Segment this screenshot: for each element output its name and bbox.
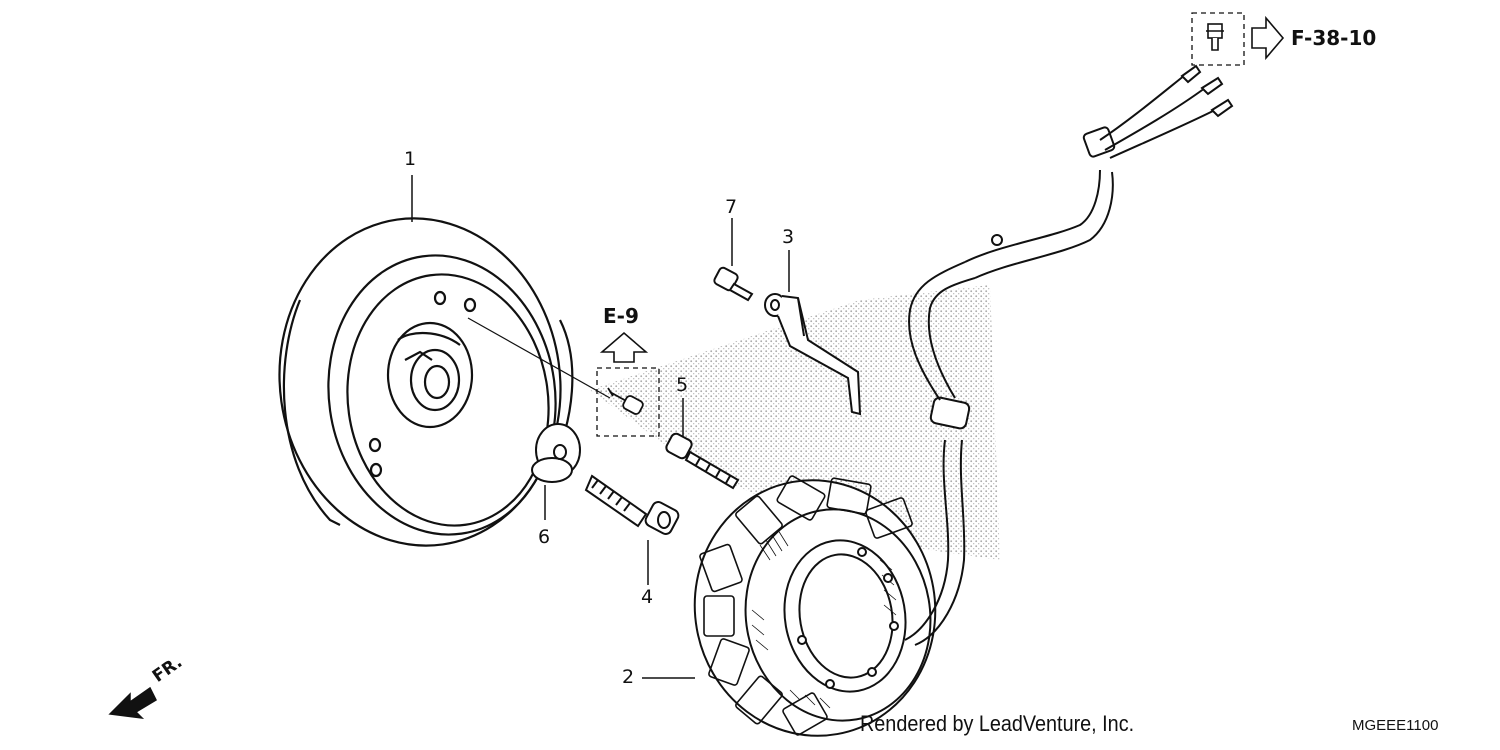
small-bolt-part-7 [713,266,754,302]
callout-7: 7 [725,196,738,218]
bolt-part-5 [665,432,740,490]
small-bolt-e9 [607,387,644,415]
wire-harness [904,64,1234,646]
bolt-axis-line [467,317,611,399]
f3810-right-arrow [1251,15,1285,61]
callout-5: 5 [676,374,689,396]
callout-1: 1 [404,148,417,170]
flange-bolt-part [584,474,680,535]
callout-4: 4 [641,586,654,608]
callout-2: 2 [622,666,635,688]
callout-3: 3 [782,226,795,248]
callout-6: 6 [538,526,551,548]
connector-icon [1206,23,1224,51]
reference-e9: E-9 [603,304,639,328]
e9-dashed-box [596,367,660,437]
f3810-dashed-box [1191,12,1245,66]
front-direction-arrow [108,686,157,720]
stator-part [693,475,937,737]
bracket-part [764,293,862,416]
e9-up-arrow [599,331,649,363]
diagram-code: MGEEE1100 [1352,717,1439,734]
flywheel-part [278,217,574,547]
washer-part [531,423,581,483]
rendered-by-credit: Rendered by LeadVenture, Inc. [860,711,1135,736]
reference-f-38-10: F-38-10 [1291,26,1377,50]
assembly-shading [590,285,1000,560]
